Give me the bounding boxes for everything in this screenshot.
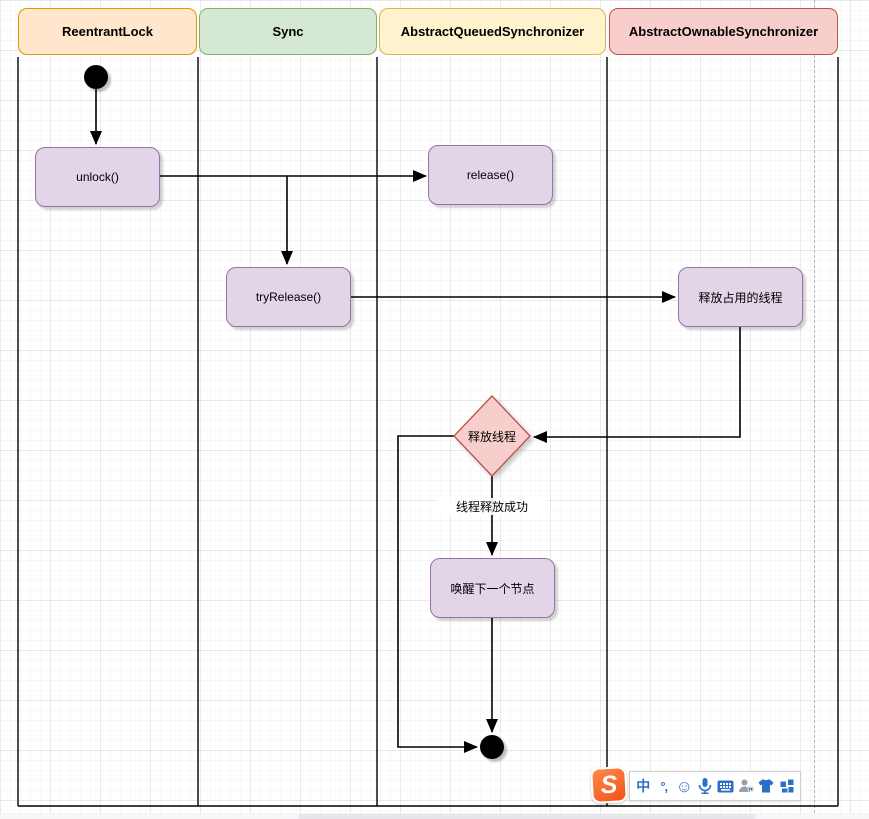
lane-header-abstractqueuedsynchronizer[interactable]: AbstractQueuedSynchronizer bbox=[379, 8, 606, 55]
horizontal-scrollbar[interactable] bbox=[298, 814, 756, 819]
skin-icon[interactable] bbox=[757, 776, 775, 796]
start-node[interactable] bbox=[84, 65, 108, 89]
lane-header-sync[interactable]: Sync bbox=[199, 8, 377, 55]
emoji-icon[interactable]: ☺ bbox=[675, 776, 693, 796]
decision-release-thread[interactable]: 释放线程 bbox=[450, 392, 534, 480]
lane-header-reentrantlock[interactable]: ReentrantLock bbox=[18, 8, 197, 55]
toolbox-icon[interactable] bbox=[778, 776, 796, 796]
activity-wake-next-node[interactable]: 唤醒下一个节点 bbox=[430, 558, 555, 618]
ime-logo[interactable]: S bbox=[590, 766, 628, 804]
activity-unlock[interactable]: unlock() bbox=[35, 147, 160, 207]
activity-release[interactable]: release() bbox=[428, 145, 553, 205]
chinese-mode-icon[interactable]: 中 bbox=[636, 778, 651, 794]
page-break-line bbox=[814, 0, 815, 813]
activity-try-release[interactable]: tryRelease() bbox=[226, 267, 351, 327]
voice-input-icon[interactable] bbox=[696, 776, 714, 796]
activity-release-occupied-thread[interactable]: 释放占用的线程 bbox=[678, 267, 803, 327]
soft-keyboard-icon[interactable] bbox=[716, 776, 734, 796]
account-icon[interactable] bbox=[737, 776, 755, 796]
ime-toolbar: 中 °, ☺ bbox=[629, 771, 801, 801]
end-node[interactable] bbox=[480, 735, 504, 759]
punctuation-icon[interactable]: °, bbox=[660, 778, 668, 794]
lane-header-abstractownablesynchronizer[interactable]: AbstractOwnableSynchronizer bbox=[609, 8, 838, 55]
edge-label-thread-release-success[interactable]: 线程释放成功 bbox=[437, 498, 547, 515]
decision-label: 释放线程 bbox=[467, 429, 516, 444]
